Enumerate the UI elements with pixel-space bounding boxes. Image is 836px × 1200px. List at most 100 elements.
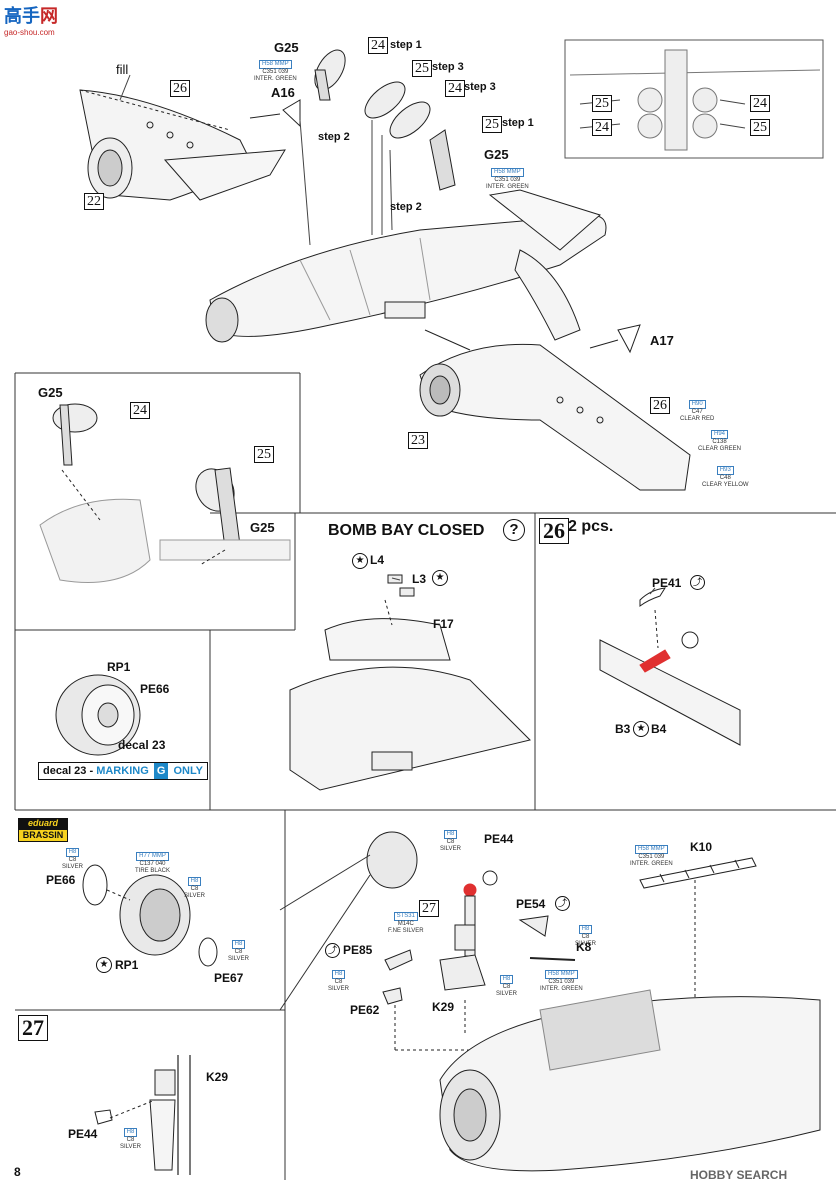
step-ref-box: 25 [412, 60, 432, 77]
label-k8: K8 [576, 940, 592, 954]
wheel-rp1 [55, 674, 141, 756]
watermark-logo-text: 高手 [4, 6, 40, 26]
label-pe66: PE66 [46, 873, 76, 887]
paint-name: CLEAR YELLOW [702, 482, 749, 488]
brand-bottom: BRASSIN [18, 829, 68, 842]
star-marking-icon: ★ [633, 721, 649, 737]
decal-marking-bar: decal 23 - MARKING G ONLY [38, 762, 208, 780]
paint-code: STS31 [393, 912, 418, 921]
main-fuselage [205, 189, 607, 343]
landing-gear-assembly [366, 831, 576, 1051]
watermark-url: gao-shou.com [4, 28, 55, 37]
step-ref-box: 25 [592, 95, 612, 112]
paint-name: SILVER [120, 1144, 141, 1150]
star-marking-icon: ★ [96, 957, 112, 973]
paint-code: H8 [187, 877, 202, 886]
rear-wing-part [419, 343, 691, 491]
paint-code: H8 [443, 830, 458, 839]
label-a17: A17 [650, 333, 674, 348]
label-step1: step 1 [390, 39, 422, 51]
paint-code: H8 [65, 848, 80, 857]
paint-code-2: C47 [691, 409, 703, 415]
paint-name: SILVER [496, 991, 517, 997]
watermark-bottom-text: HOBBY SEARCH [690, 1168, 788, 1182]
label-step2: step 2 [318, 131, 350, 143]
paint-code-2: C8 [68, 857, 77, 863]
label-fill: fill [116, 62, 129, 77]
paint-code: H8 [123, 1128, 138, 1137]
bomb-bay-detail [39, 403, 291, 583]
paint-code-2: C138 [712, 439, 727, 445]
paint-name: INTER. GREEN [630, 861, 673, 867]
paint-name: CLEAR RED [680, 416, 715, 422]
step-ref-box: 24 [445, 80, 465, 97]
turn-arrow-icon: ⤴ [690, 575, 705, 590]
label-step3: step 3 [464, 81, 496, 93]
label-k10: K10 [690, 840, 713, 854]
section-number-27: 27 [18, 1015, 48, 1041]
step-ref-box: 25 [254, 446, 274, 463]
label-pe41: PE41 [652, 576, 682, 590]
help-icon: ? [503, 519, 525, 541]
step-ref-box: 24 [750, 95, 770, 112]
brassin-wheel [82, 864, 218, 967]
help-icon-glyph: ? [509, 521, 519, 538]
a17-part [617, 324, 641, 354]
label-pe44: PE44 [484, 832, 514, 846]
label-a16: A16 [271, 85, 295, 100]
paint-code-2: C351 039 [494, 177, 521, 183]
paint-code-2: C8 [126, 1137, 135, 1143]
paint-code-2: C48 [719, 475, 731, 481]
paint-code-2: C351 039 [638, 854, 665, 860]
paint-code-2: C137 040 [139, 861, 166, 867]
paint-code: H8 [578, 925, 593, 934]
watermark-top-logo: 高手网 gao-shou.com [4, 2, 58, 37]
paint-code-2: M14C [397, 921, 414, 927]
label-pe67: PE67 [214, 971, 244, 985]
panel-borders [14, 39, 836, 1180]
label-rp1: RP1 [115, 958, 139, 972]
watermark-site-text: 网 [40, 6, 58, 26]
label-step2: step 2 [390, 201, 422, 213]
decal-prefix: decal 23 - [43, 765, 94, 777]
label-k29: K29 [206, 1070, 229, 1084]
label-pe85: PE85 [343, 943, 373, 957]
paint-code: H94 [711, 430, 729, 439]
bomb-bay-closed-title: BOMB BAY CLOSED [328, 522, 485, 539]
paint-code: H58 MMP [635, 845, 668, 854]
label-f17: F17 [433, 617, 454, 631]
paint-code: H8 [499, 975, 514, 984]
label-l4: L4 [370, 553, 385, 567]
ladder-k10 [639, 857, 757, 1005]
label-g25: G25 [484, 147, 509, 162]
step-ref-box: 27 [419, 900, 439, 917]
step-lines [299, 119, 393, 246]
paint-name: SILVER [575, 941, 596, 947]
label-pe62: PE62 [350, 1003, 380, 1017]
step-ref-box: 22 [84, 193, 104, 210]
paint-code-2: C8 [446, 839, 455, 845]
paint-name: CLEAR GREEN [698, 446, 742, 452]
step-ref-box: 24 [368, 37, 388, 54]
label-k29: K29 [432, 1000, 455, 1014]
paint-code-2: C8 [190, 886, 199, 892]
star-marking-icon: ★ [352, 553, 368, 569]
front-fuselage-part [79, 89, 286, 201]
paint-code: H8 [231, 940, 246, 949]
a16-part [282, 99, 301, 128]
label-g25: G25 [274, 40, 299, 55]
paint-code-2: C8 [334, 979, 343, 985]
